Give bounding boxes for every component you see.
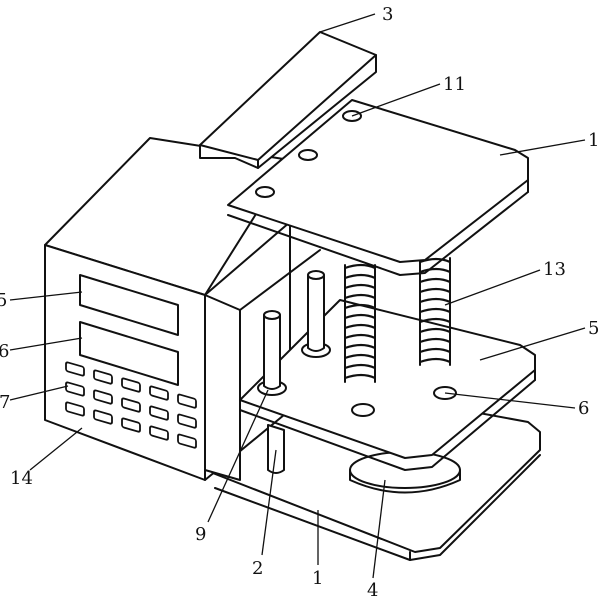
keypad (65, 361, 197, 449)
label-3: 3 (382, 4, 393, 25)
guide-pin-left (257, 310, 287, 396)
display-upper (79, 274, 179, 336)
middle-plate (239, 270, 536, 474)
label-13: 13 (543, 259, 566, 280)
spring-left (344, 263, 376, 383)
label-7: 7 (0, 392, 10, 413)
label-4: 4 (367, 580, 378, 600)
label-5-left: 5 (0, 290, 7, 311)
display-lower (79, 321, 179, 386)
hole-center (351, 403, 375, 417)
slide-bar (199, 31, 377, 169)
hole-left (255, 186, 275, 198)
part-labels: 3 11 1 13 5 6 5 6 7 14 9 2 1 4 (0, 4, 599, 600)
label-2: 2 (252, 558, 263, 579)
label-1-top: 1 (588, 130, 599, 151)
label-11: 11 (443, 74, 466, 95)
top-plate (227, 99, 529, 276)
support-post (267, 424, 285, 474)
label-9: 9 (195, 524, 206, 545)
label-14: 14 (10, 468, 33, 489)
label-1-bottom: 1 (312, 568, 323, 589)
spring-right (419, 257, 451, 366)
leader-lines (9, 13, 586, 579)
label-5-right: 5 (588, 318, 599, 339)
hole-mid (298, 149, 318, 161)
label-6-right: 6 (578, 398, 589, 419)
label-6-left: 6 (0, 341, 9, 362)
frame-column (204, 249, 321, 481)
control-box (44, 137, 291, 481)
guide-pin-right (301, 270, 331, 358)
